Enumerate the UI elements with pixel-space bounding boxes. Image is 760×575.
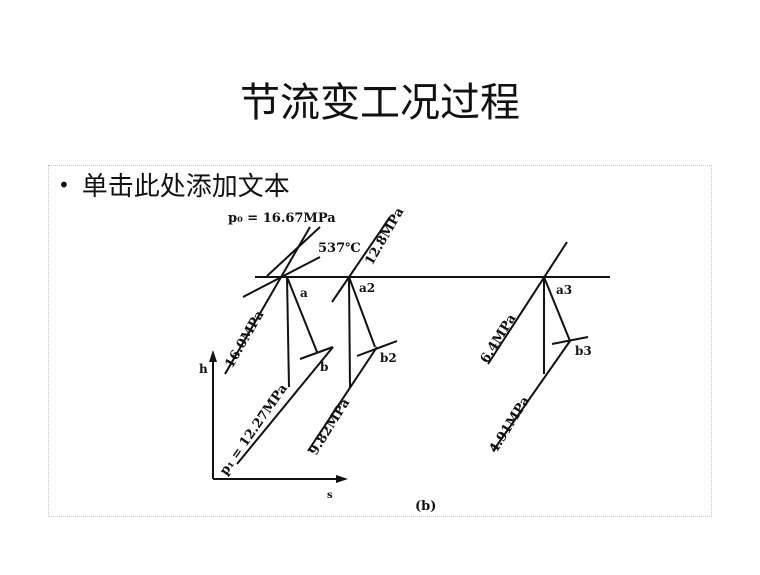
label-4-91: 4.91MPa (487, 393, 534, 456)
label-a: a (300, 286, 308, 300)
isobar-4-91 (492, 340, 571, 452)
label-12-8: 12.8MPa (362, 205, 407, 268)
bullet-text: 单击此处添加文本 (81, 172, 290, 202)
label-a2: a2 (359, 281, 375, 295)
s-axis-arrow-icon (336, 475, 348, 483)
ideal-expansion-a (286, 276, 290, 388)
diagram-caption: (b) (415, 499, 436, 514)
slide-title: 节流变工况过程 (240, 80, 520, 126)
real-expansion-a2-b2 (348, 276, 376, 348)
label-16-0: 16.0MPa (222, 308, 267, 371)
label-s-axis: s (327, 490, 333, 501)
label-6-4: 6.4MPa (478, 311, 520, 366)
label-b2: b2 (380, 351, 397, 365)
real-expansion-a3-b3 (543, 276, 571, 342)
content-placeholder[interactable] (48, 165, 712, 517)
label-a3: a3 (556, 283, 572, 297)
b3-mark (551, 336, 589, 345)
h-axis-arrow-icon (209, 350, 217, 362)
label-p0: p₀ = 16.67MPa (228, 211, 336, 226)
label-537: 537℃ (318, 241, 361, 256)
isobar-9-82 (307, 346, 378, 452)
label-b3: b3 (575, 344, 592, 358)
label-9-82: 9.82MPa (307, 395, 354, 458)
label-b: b (320, 360, 328, 374)
real-expansion-a-b (286, 276, 318, 353)
isotherm-537 (242, 256, 321, 298)
isobar-16-0 (224, 226, 311, 375)
bullet-dot-icon: • (58, 173, 70, 197)
isobar-p0 (266, 226, 321, 277)
b-mark (299, 346, 334, 360)
isobar-p1 (236, 346, 334, 465)
label-p1: p₁ = 12.27MPa (217, 381, 291, 478)
bullet-item[interactable]: • 单击此处添加文本 (58, 170, 290, 202)
ideal-expansion-a2 (348, 276, 351, 388)
label-h-axis: h (199, 362, 208, 376)
isobar-12-8 (331, 216, 391, 303)
isobar-6-4 (487, 241, 568, 365)
